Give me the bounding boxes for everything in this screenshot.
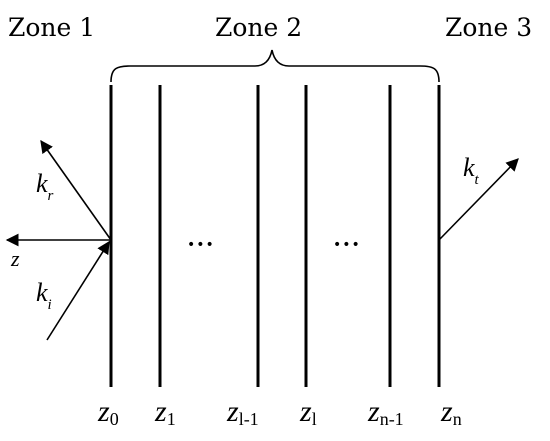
zone-2-label: Zone 2 — [215, 13, 302, 42]
ellipsis-left: ••• — [187, 237, 215, 253]
interface-label-zl-1: zl-1 — [226, 395, 259, 429]
z-axis-label: z — [10, 246, 20, 271]
zone-3-label: Zone 3 — [445, 13, 532, 42]
transmitted-wave-arrow — [438, 158, 519, 241]
ellipsis-right: ••• — [333, 237, 361, 253]
interface-label-zn-1: zn-1 — [367, 395, 404, 429]
transmitted-wave-label: kt — [463, 153, 480, 188]
interface-label-zl: zl — [299, 395, 317, 429]
zone-2-brace — [110, 49, 440, 83]
interface-label-z1: z1 — [154, 395, 176, 429]
incident-wave-label: ki — [36, 278, 52, 313]
reflected-wave-label: kr — [36, 169, 54, 204]
incident-wave-arrow — [46, 240, 110, 341]
zone-1-label: Zone 1 — [8, 13, 95, 42]
interface-label-z0: z0 — [97, 395, 119, 429]
reflected-wave-arrow — [40, 139, 112, 241]
interface-label-zn: zn — [440, 395, 462, 429]
